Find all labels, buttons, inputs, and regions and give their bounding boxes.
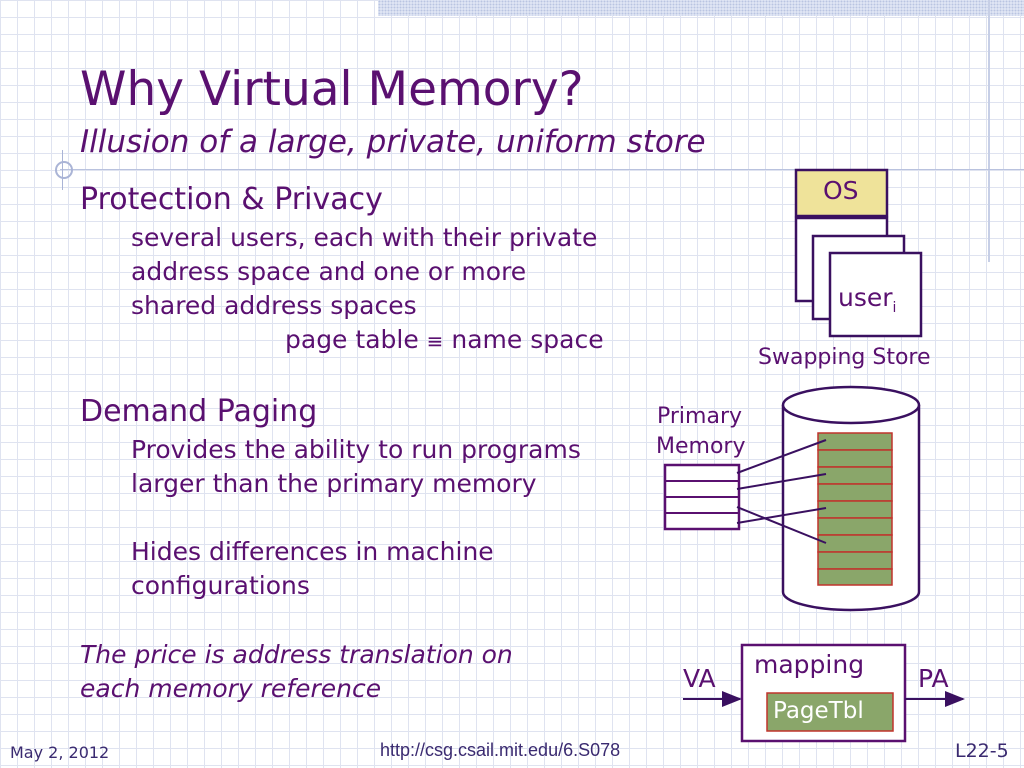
- bullet-line: several users, each with their private: [131, 223, 598, 252]
- bullet-line: configurations: [131, 571, 310, 600]
- mapping-line: [736, 473, 827, 490]
- swap-page: [817, 568, 893, 586]
- os-address-space: [794, 168, 889, 218]
- note-left-text: page table: [285, 325, 419, 354]
- swap-page: [817, 483, 893, 502]
- header-texture-band: [378, 0, 1024, 16]
- bullet-line: larger than the primary memory: [131, 469, 537, 498]
- footer-date: May 2, 2012: [10, 743, 110, 762]
- swap-page: [817, 466, 893, 485]
- equivalence-symbol: ≡: [426, 329, 444, 353]
- primary-memory-frames: [663, 463, 741, 531]
- mapping-line: [736, 507, 827, 524]
- swap-page: [817, 432, 893, 451]
- address-space-user: [828, 251, 923, 338]
- heading-protection-privacy: Protection & Privacy: [80, 182, 383, 217]
- bullet-line: address space and one or more: [131, 257, 527, 286]
- bullet-line: Provides the ability to run programs: [131, 435, 581, 464]
- swap-page-stack: [817, 432, 893, 586]
- primary-memory-label-line2: Memory: [656, 434, 746, 459]
- mapping-label: mapping: [754, 650, 865, 679]
- price-line: The price is address translation on: [80, 640, 513, 669]
- va-label: VA: [683, 664, 716, 693]
- disk-cylinder-top: [781, 385, 921, 425]
- page-table-note: page table ≡ name space: [285, 325, 604, 354]
- title-underline-rule: [60, 169, 1024, 170]
- pagetbl-box: [766, 692, 894, 732]
- slide-title: Why Virtual Memory?: [80, 62, 584, 117]
- swap-page: [817, 551, 893, 570]
- footer-url: http://csg.csail.mit.edu/6.S078: [380, 740, 621, 760]
- bullet-line: Hides differences in machine: [131, 537, 494, 566]
- user-label: useri: [838, 283, 896, 316]
- primary-memory-label-line1: Primary: [657, 404, 743, 429]
- bullet-line: shared address spaces: [131, 291, 417, 320]
- swap-page: [817, 517, 893, 536]
- heading-demand-paging: Demand Paging: [80, 394, 318, 429]
- page-mapping-lines: [736, 439, 827, 544]
- user-label-text: user: [838, 283, 893, 312]
- vertical-rule: [988, 0, 990, 262]
- mapping-line: [736, 439, 827, 474]
- pagetbl-label: PageTbl: [773, 698, 864, 724]
- swapping-store-label: Swapping Store: [758, 345, 931, 370]
- swap-page: [817, 500, 893, 519]
- mapping-line: [736, 506, 827, 544]
- crosshair-circle-icon: [55, 161, 73, 179]
- slide-subtitle: Illusion of a large, private, uniform st…: [80, 124, 706, 160]
- pa-label: PA: [918, 664, 949, 693]
- os-label: OS: [823, 176, 859, 205]
- price-line: each memory reference: [80, 674, 382, 703]
- note-right-text: name space: [451, 325, 604, 354]
- slide-number: L22-5: [955, 740, 1009, 762]
- swap-page: [817, 534, 893, 553]
- user-label-subscript: i: [892, 300, 897, 316]
- swap-page: [817, 449, 893, 468]
